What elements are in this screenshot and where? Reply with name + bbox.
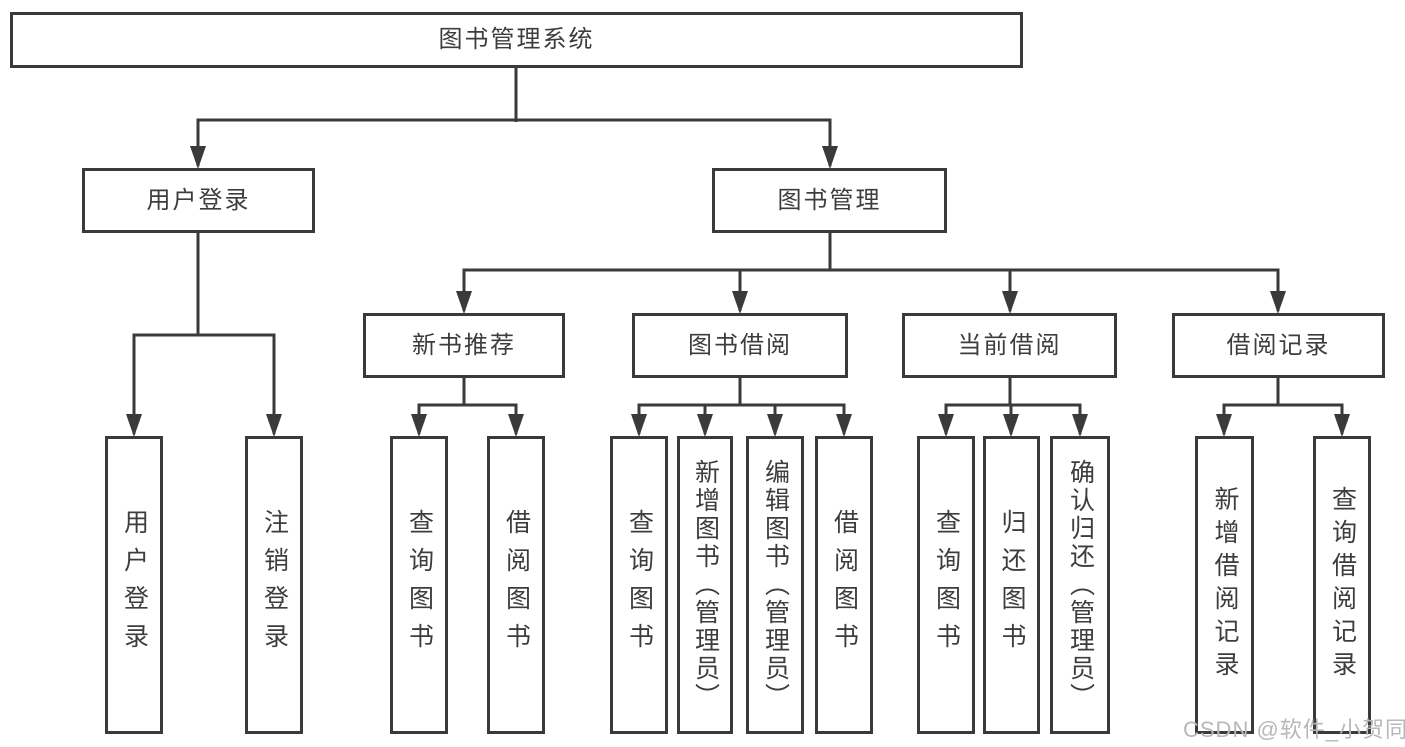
node-borrowing-records: 借阅记录 (1172, 313, 1385, 378)
node-label: 归还图书 (998, 509, 1026, 661)
node-label: 借阅图书 (830, 509, 859, 661)
node-current-borrowing: 当前借阅 (902, 313, 1117, 378)
leaf-add-books-admin: 新增图书（管理员） (677, 436, 733, 734)
leaf-user-login: 用户登录 (105, 436, 163, 734)
leaf-logout: 注销登录 (245, 436, 303, 734)
connector-line-group (132, 68, 1344, 434)
node-label: 新书推荐 (412, 331, 516, 359)
node-label: 当前借阅 (957, 331, 1062, 359)
node-label: 用户登录 (146, 186, 251, 214)
leaf-confirm-return-admin: 确认归还（管理员） (1050, 436, 1110, 734)
node-new-book-recommendation: 新书推荐 (363, 313, 565, 378)
node-library-management-system: 图书管理系统 (10, 12, 1023, 68)
leaf-query-books-current: 查询图书 (917, 436, 975, 734)
node-label: 图书管理系统 (438, 26, 595, 53)
node-label: 借阅图书 (502, 509, 531, 661)
node-label: 注销登录 (260, 509, 289, 661)
node-label: 查询借阅记录 (1328, 486, 1357, 684)
node-label: 编辑图书（管理员） (761, 459, 790, 711)
leaf-query-books-borrowing: 查询图书 (610, 436, 668, 734)
node-user-login-module: 用户登录 (82, 168, 315, 233)
node-label: 确认归还（管理员） (1066, 459, 1095, 711)
leaf-return-books: 归还图书 (983, 436, 1040, 734)
csdn-watermark: CSDN @软件_小贺同学 (1183, 717, 1405, 742)
node-label: 查询图书 (932, 509, 961, 661)
node-label: 新增图书（管理员） (691, 459, 720, 711)
leaf-borrow-books-recommend: 借阅图书 (487, 436, 545, 734)
node-book-borrowing: 图书借阅 (632, 313, 848, 378)
leaf-query-borrow-record: 查询借阅记录 (1313, 436, 1371, 734)
node-label: 查询图书 (625, 509, 654, 661)
leaf-edit-books-admin: 编辑图书（管理员） (746, 436, 804, 734)
node-label: 图书管理 (777, 186, 882, 214)
node-label: 用户登录 (120, 509, 149, 661)
node-label: 图书借阅 (688, 331, 792, 359)
node-label: 借阅记录 (1226, 331, 1331, 359)
arrowhead-icons (126, 146, 1350, 437)
node-book-management-module: 图书管理 (712, 168, 947, 233)
node-label: 查询图书 (405, 509, 434, 661)
leaf-query-books-recommend: 查询图书 (390, 436, 448, 734)
leaf-add-borrow-record: 新增借阅记录 (1195, 436, 1254, 734)
leaf-borrow-books: 借阅图书 (815, 436, 873, 734)
node-label: 新增借阅记录 (1211, 486, 1239, 684)
